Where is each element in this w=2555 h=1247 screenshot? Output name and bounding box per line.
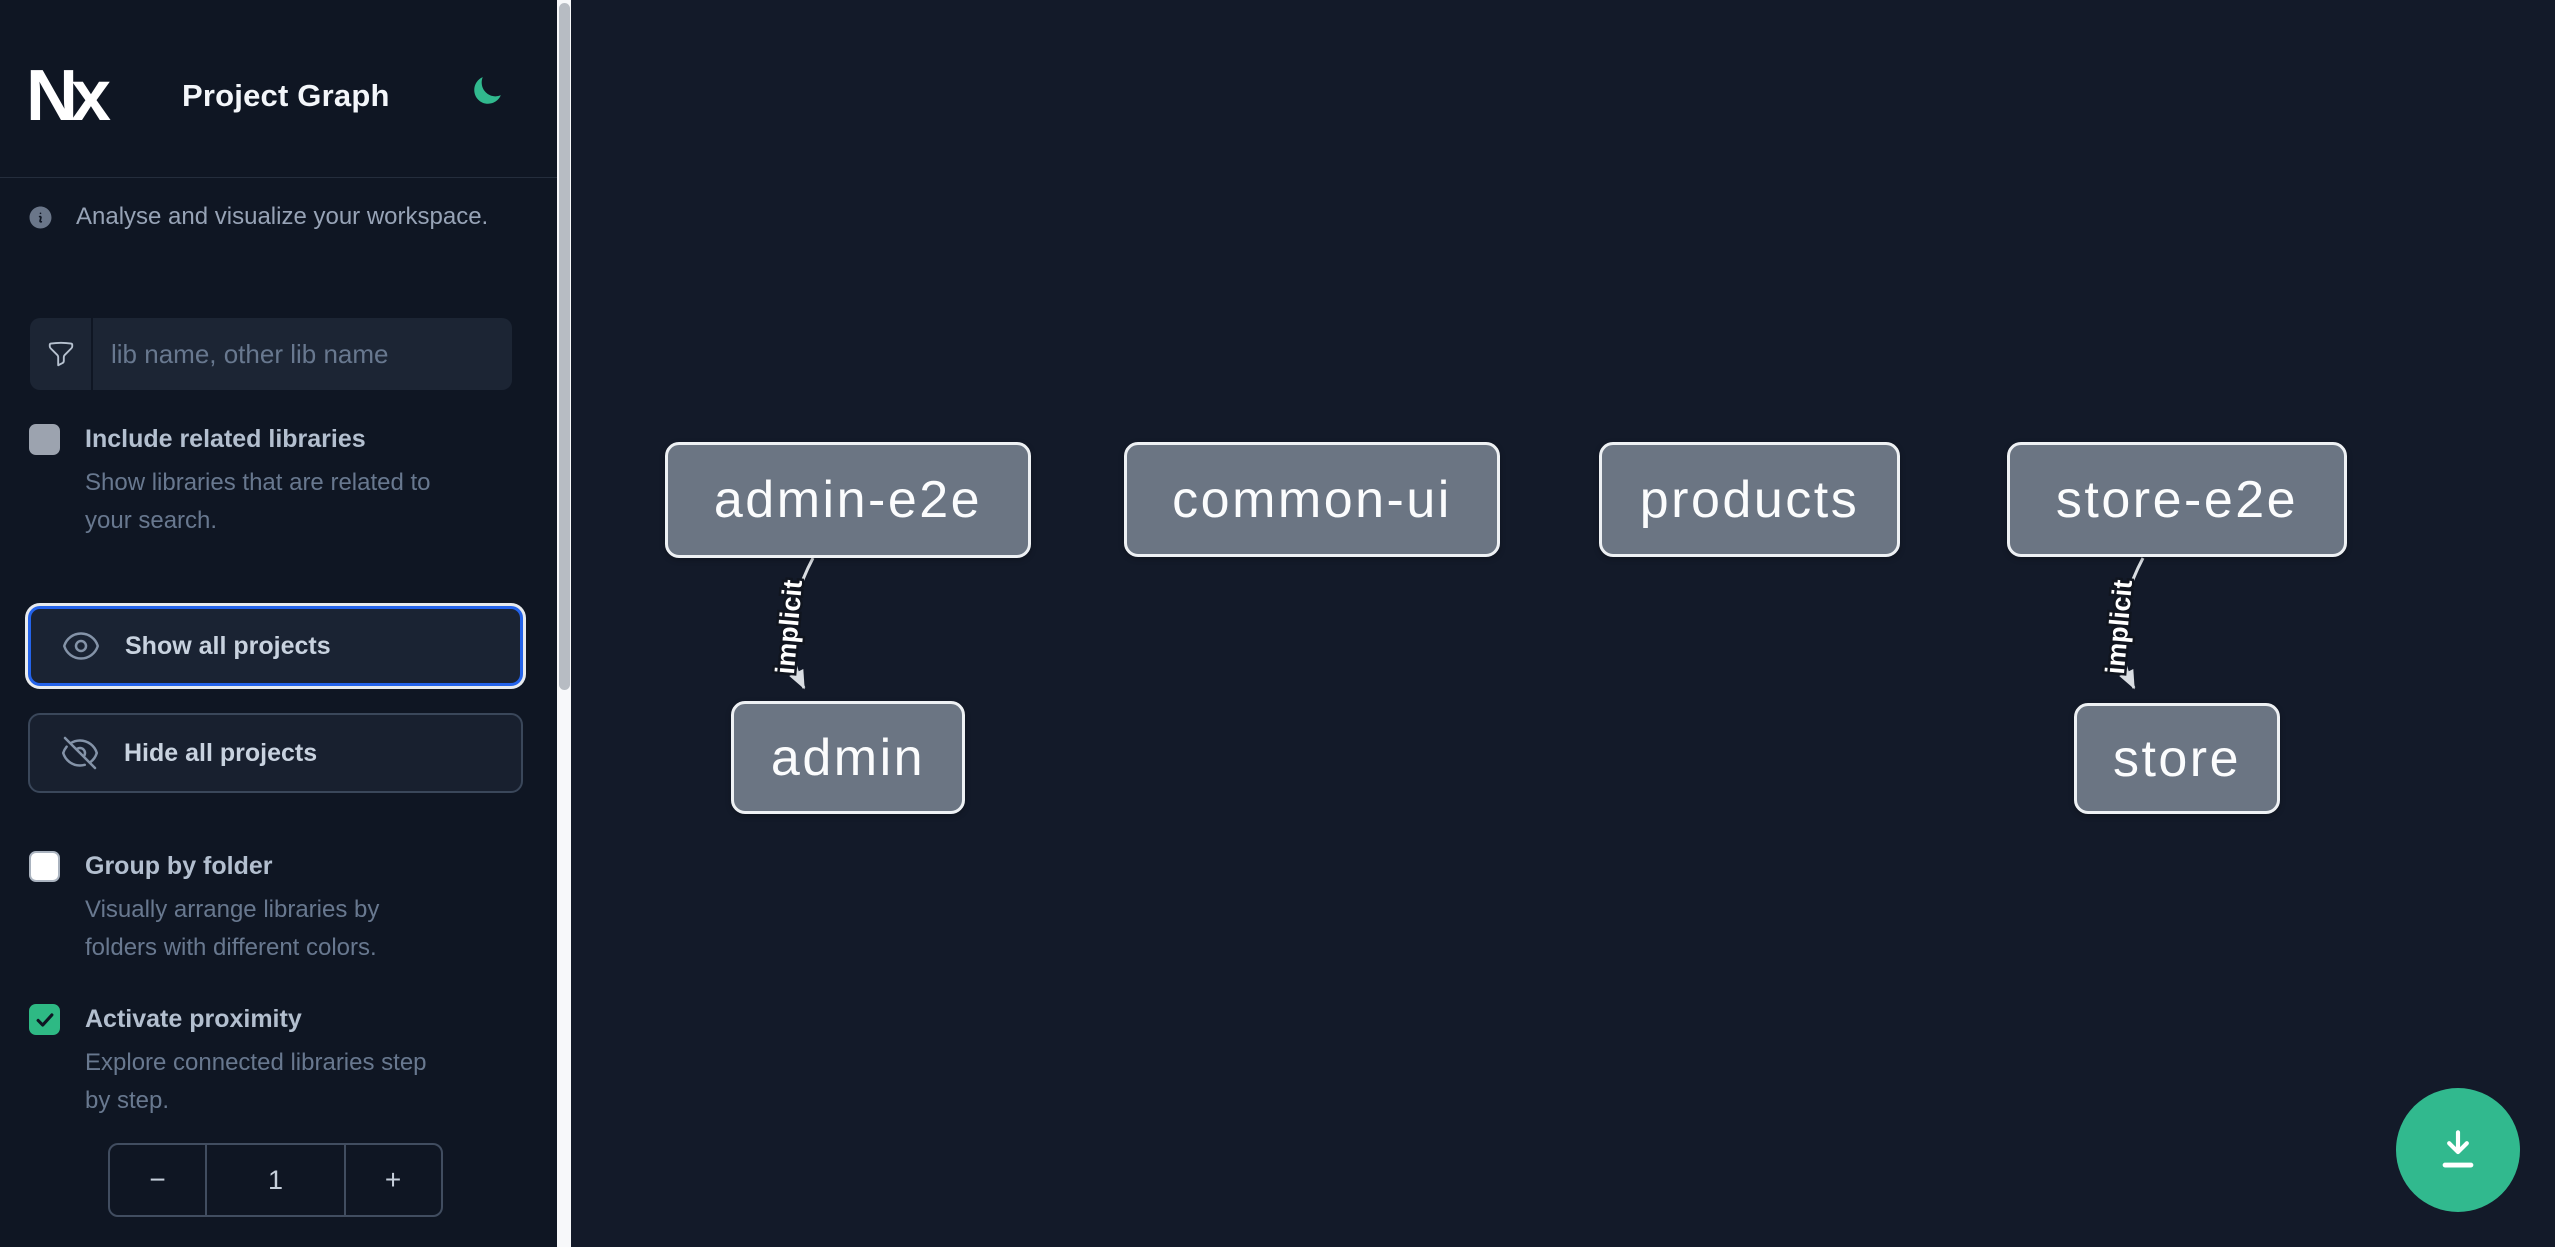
download-icon bbox=[2442, 1130, 2474, 1168]
option-label: Group by folder bbox=[85, 852, 273, 880]
check-icon bbox=[36, 1012, 53, 1027]
funnel-icon bbox=[48, 341, 73, 367]
checkbox-group-by-folder[interactable] bbox=[29, 851, 60, 882]
proximity-depth-value[interactable]: 1 bbox=[267, 1164, 284, 1195]
eye-icon bbox=[63, 632, 99, 660]
hide-all-projects-button[interactable]: Hide all projects bbox=[28, 713, 523, 793]
page-title: Project Graph bbox=[182, 78, 390, 113]
filter-input[interactable] bbox=[93, 318, 512, 390]
info-icon bbox=[29, 206, 52, 228]
filter-icon-cell bbox=[30, 318, 93, 390]
graph-canvas[interactable]: implicit implicit admin-e2e common-ui pr… bbox=[571, 0, 2555, 1247]
sidebar: Nx Project Graph Analyse and visualize y… bbox=[0, 0, 557, 1247]
tagline-row: Analyse and visualize your workspace. bbox=[27, 203, 488, 231]
scrollbar-thumb[interactable] bbox=[558, 3, 570, 690]
option-description: Explore connected libraries step by step… bbox=[85, 1049, 427, 1114]
edge-store-e2e-store bbox=[2119, 557, 2145, 690]
sidebar-resize-handle[interactable] bbox=[557, 0, 571, 1247]
edge-label-implicit: implicit bbox=[770, 579, 808, 676]
option-label: Activate proximity bbox=[85, 1005, 302, 1033]
increment-button[interactable]: + bbox=[344, 1145, 440, 1215]
option-description: Visually arrange libraries by folders wi… bbox=[85, 896, 380, 961]
dark-mode-toggle[interactable] bbox=[466, 70, 508, 112]
graph-node-store-e2e[interactable]: store-e2e bbox=[2007, 442, 2347, 557]
tagline-text: Analyse and visualize your workspace. bbox=[76, 203, 489, 230]
checkbox-include-related[interactable] bbox=[29, 424, 60, 455]
option-description: Show libraries that are related to your … bbox=[85, 469, 431, 534]
proximity-depth-stepper: − 1 + bbox=[108, 1143, 443, 1217]
edge-admin-e2e-admin bbox=[789, 557, 815, 690]
graph-edges: implicit implicit bbox=[767, 557, 2145, 690]
download-graph-button[interactable] bbox=[2396, 1088, 2520, 1212]
show-all-projects-label: Show all projects bbox=[125, 631, 331, 660]
edge-label-implicit: implicit bbox=[2100, 579, 2138, 676]
sidebar-header: Nx Project Graph bbox=[0, 0, 557, 178]
graph-node-admin-e2e[interactable]: admin-e2e bbox=[665, 442, 1031, 558]
filter-input-group bbox=[30, 318, 512, 390]
show-all-projects-button[interactable]: Show all projects bbox=[28, 606, 523, 686]
nx-logo: Nx bbox=[26, 56, 111, 136]
graph-node-admin[interactable]: admin bbox=[731, 701, 965, 814]
hide-all-projects-label: Hide all projects bbox=[124, 738, 318, 767]
option-label: Include related libraries bbox=[85, 425, 366, 453]
decrement-button[interactable]: − bbox=[110, 1145, 207, 1215]
graph-node-common-ui[interactable]: common-ui bbox=[1124, 442, 1500, 557]
graph-node-store[interactable]: store bbox=[2074, 703, 2280, 814]
eye-slash-icon bbox=[61, 736, 99, 770]
moon-icon bbox=[474, 77, 501, 104]
checkbox-activate-proximity[interactable] bbox=[29, 1004, 60, 1035]
graph-node-products[interactable]: products bbox=[1599, 442, 1900, 557]
